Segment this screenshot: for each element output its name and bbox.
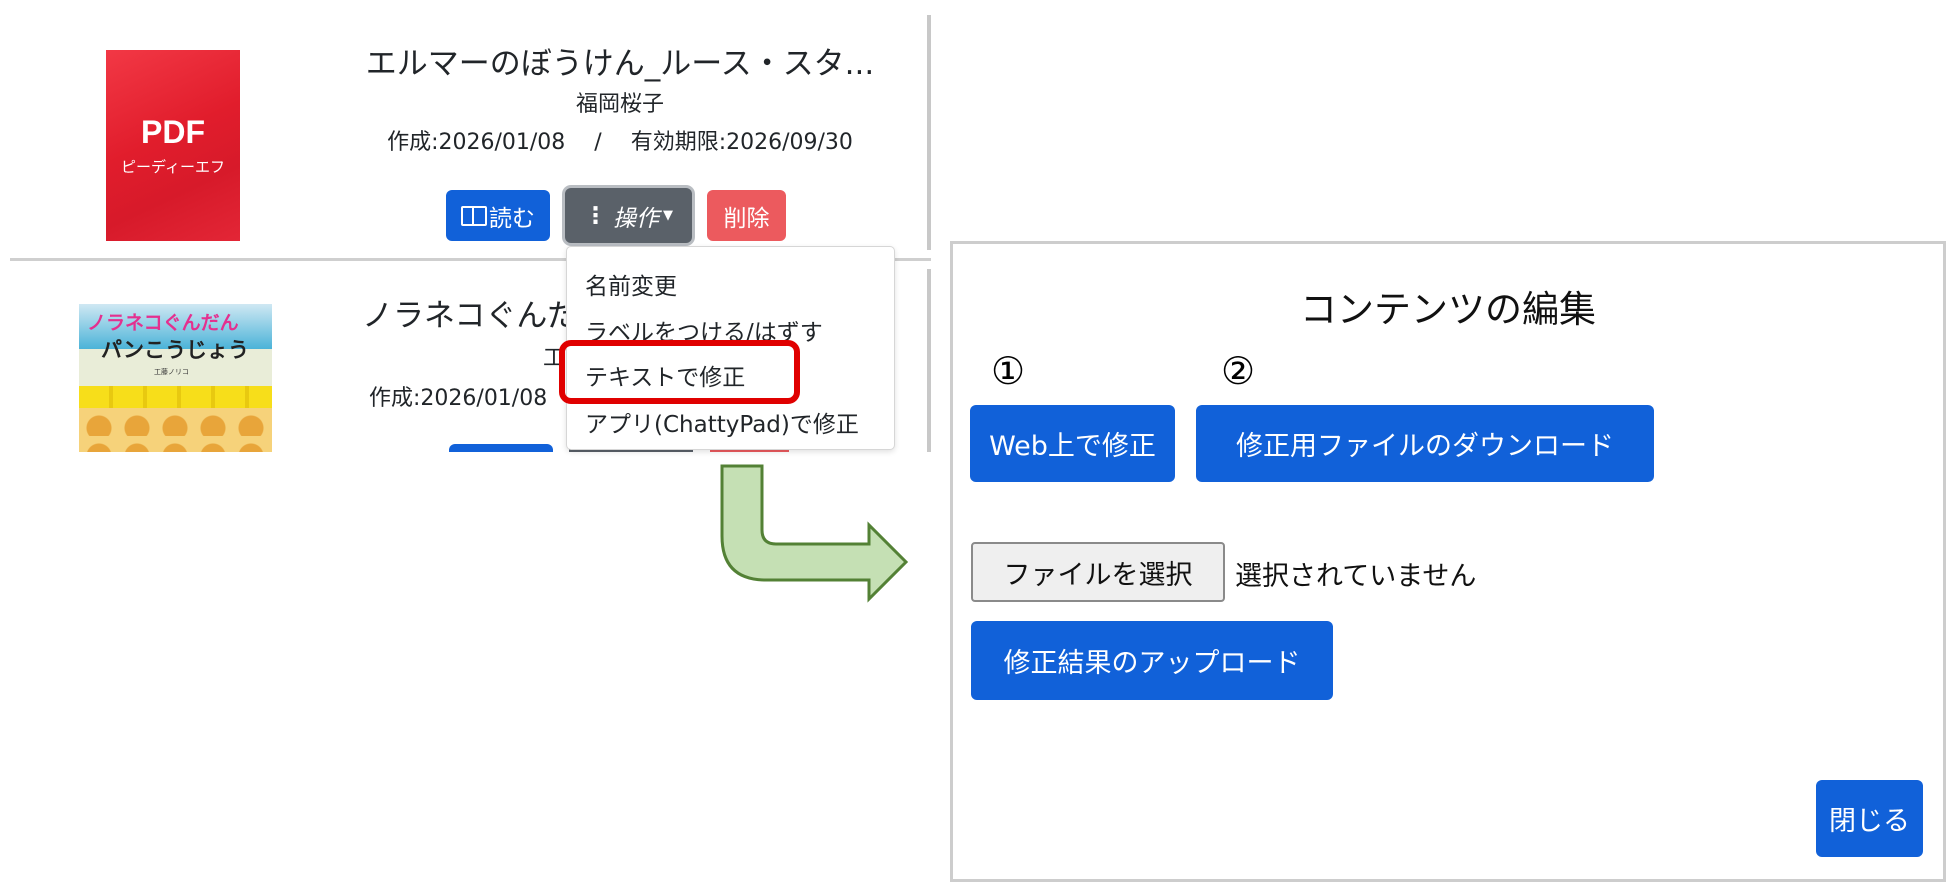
card-separator	[10, 258, 931, 261]
card-dates: 作成:2026/01/08 / 有効期限:2026/09/30	[387, 130, 853, 155]
card-title: エルマーのぼうけん_ルース・スタ...	[365, 46, 875, 82]
delete-button[interactable]: 削除	[707, 190, 786, 241]
card-divider	[927, 15, 931, 250]
web-edit-button[interactable]: Web上で修正	[970, 405, 1175, 482]
cover-title: ノラネコぐんだん	[87, 312, 239, 334]
card-dates: 作成:2026/01/08	[369, 386, 548, 411]
card-divider	[927, 269, 931, 452]
card-title: ノラネコぐんだ	[362, 298, 579, 334]
book-icon	[461, 205, 487, 226]
pdf-logo-text: PDF	[141, 114, 205, 150]
modal-title: コンテンツの編集	[1300, 288, 1596, 331]
read-label: 読む	[489, 205, 535, 232]
delete-label: 削除	[723, 205, 770, 232]
operations-dropdown-button[interactable]: ⋮ 操作 ▼	[565, 188, 692, 243]
read-button[interactable]	[449, 444, 553, 452]
highlight-box	[559, 340, 800, 404]
caret-down-icon: ▼	[663, 208, 673, 223]
cover-author: 工藤ノリコ	[154, 368, 189, 376]
pdf-logo-subtext: ピーディーエフ	[121, 158, 225, 176]
kebab-icon: ⋮	[584, 202, 607, 229]
upload-result-button[interactable]: 修正結果のアップロード	[971, 621, 1333, 700]
file-select-button[interactable]: ファイルを選択	[971, 542, 1225, 602]
menu-item-rename[interactable]: 名前変更	[585, 274, 677, 300]
close-button[interactable]: 閉じる	[1816, 780, 1923, 857]
menu-item-edit-text[interactable]: テキストで修正	[585, 365, 746, 391]
book-cover-thumbnail[interactable]: ノラネコぐんだん パンこうじょう 工藤ノリコ	[79, 304, 272, 452]
menu-item-edit-app[interactable]: アプリ(ChattyPad)で修正	[585, 412, 859, 438]
pdf-thumbnail[interactable]: PDF ピーディーエフ	[106, 50, 240, 241]
download-edit-file-button[interactable]: 修正用ファイルのダウンロード	[1196, 405, 1654, 482]
cover-subtitle: パンこうじょう	[101, 338, 250, 362]
edit-content-modal: コンテンツの編集 ① ② Web上で修正 修正用ファイルのダウンロード ファイル…	[950, 241, 1946, 882]
step-marker-1: ①	[991, 349, 1026, 393]
step-marker-2: ②	[1221, 349, 1256, 393]
read-button[interactable]: 読む	[446, 190, 550, 241]
card-author: 福岡桜子	[575, 92, 664, 117]
file-status: 選択されていません	[1235, 561, 1477, 592]
operations-label: 操作	[613, 205, 659, 232]
arrow-icon	[720, 464, 909, 603]
